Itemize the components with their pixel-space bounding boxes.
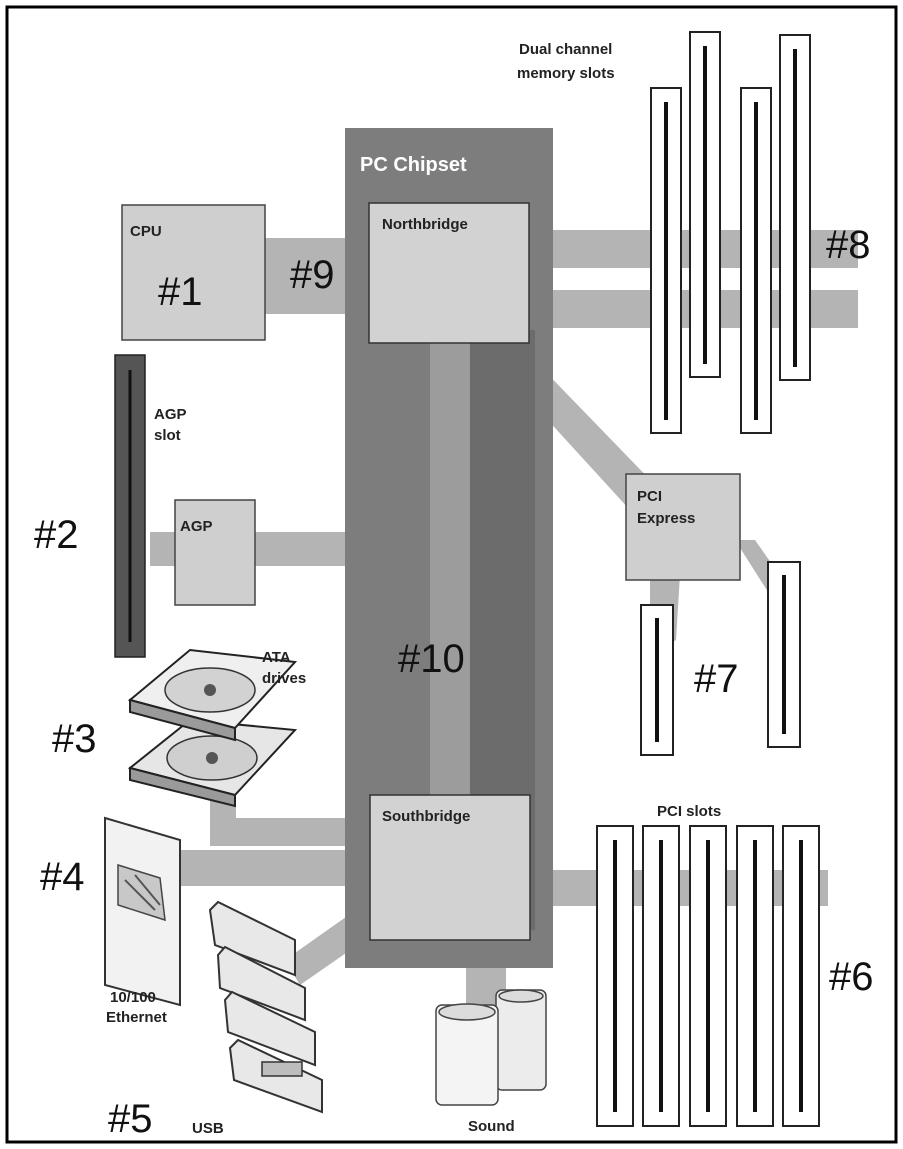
pcie-box	[625, 473, 741, 581]
pcie-label-line1: PCI	[637, 488, 662, 505]
southbridge-box	[369, 794, 531, 941]
cpu-label: CPU	[130, 223, 162, 240]
usb-connectors-icon	[208, 900, 323, 1114]
marker-8: #8	[826, 223, 871, 267]
pci-slot-grooves	[613, 840, 803, 1112]
marker-6: #6	[829, 955, 874, 999]
pcie-label-line2: Express	[637, 510, 695, 527]
ethernet-card-icon	[104, 816, 181, 1007]
memory-label-line2: memory slots	[517, 65, 615, 82]
marker-2: #2	[34, 513, 79, 557]
marker-1: #1	[158, 270, 203, 314]
pci-slots-label: PCI slots	[657, 803, 721, 820]
pcie-slot-grooves	[655, 575, 786, 742]
usb-label: USB	[192, 1120, 224, 1137]
chipset-bus-column	[430, 340, 470, 795]
ethernet-label-line1: 10/100	[110, 989, 156, 1006]
marker-7: #7	[694, 657, 739, 701]
ata-drives-icon	[127, 648, 298, 808]
memory-slot-grooves	[664, 46, 797, 420]
ethernet-label-line2: Ethernet	[106, 1009, 167, 1026]
agp-label: AGP	[180, 518, 213, 535]
agp-slot-label-line2: slot	[154, 427, 181, 444]
cpu-box	[121, 204, 266, 341]
chipset-label: PC Chipset	[360, 154, 467, 176]
ata-label-line2: drives	[262, 670, 306, 687]
marker-5: #5	[108, 1097, 153, 1141]
agp-box	[174, 499, 256, 606]
ata-label-line1: ATA	[262, 649, 291, 666]
sound-label: Sound	[468, 1118, 515, 1135]
memory-label-line1: Dual channel	[519, 41, 612, 58]
speakers-icon	[435, 989, 547, 1106]
northbridge-label: Northbridge	[382, 216, 468, 233]
marker-9: #9	[290, 253, 335, 297]
ata-bus-horizontal	[210, 818, 370, 846]
agp-slot-label-line1: AGP	[154, 406, 187, 423]
marker-4: #4	[40, 855, 85, 899]
marker-3: #3	[52, 717, 97, 761]
northbridge-box	[368, 202, 530, 344]
southbridge-label: Southbridge	[382, 808, 470, 825]
pci-slots	[596, 825, 820, 1127]
ethernet-bus	[180, 850, 370, 886]
marker-10: #10	[398, 637, 465, 681]
